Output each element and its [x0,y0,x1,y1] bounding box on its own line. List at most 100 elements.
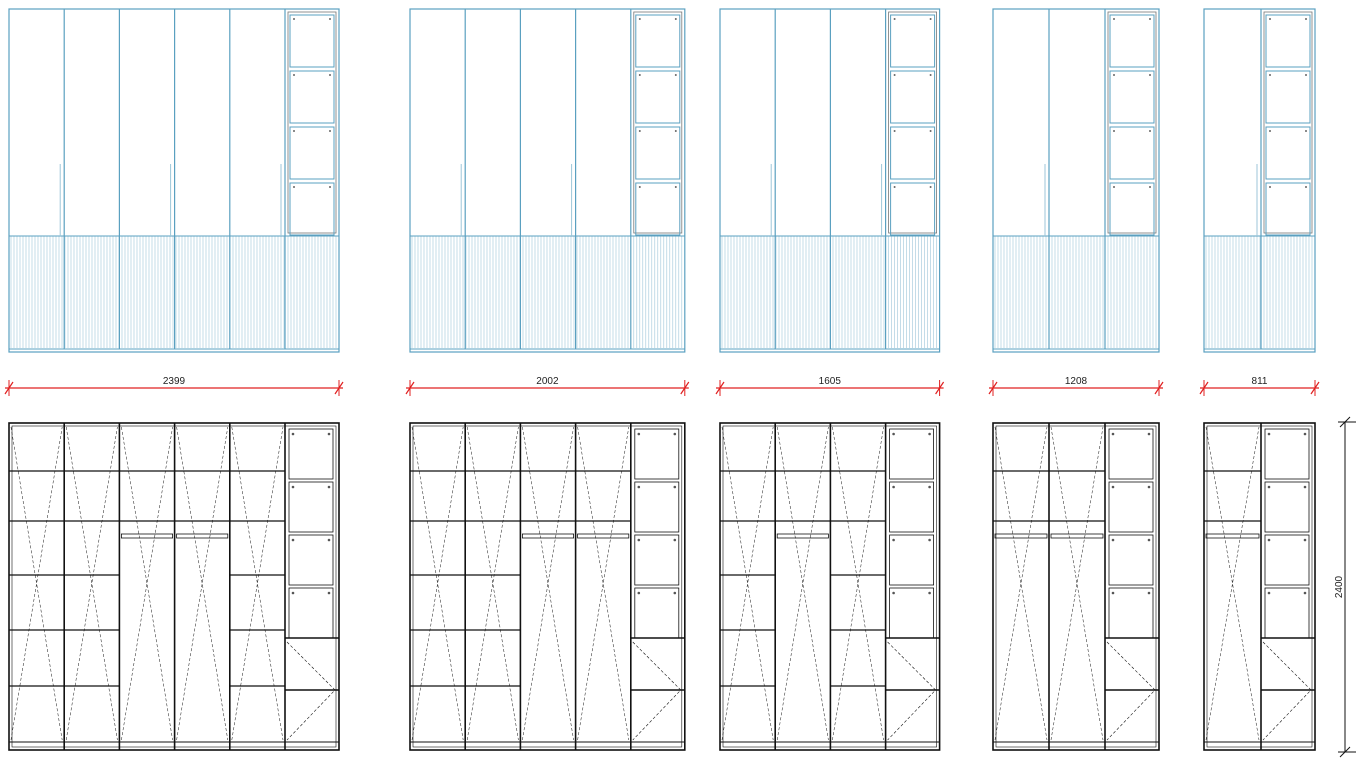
shelf-pin [674,18,677,20]
shelf-pin [1149,130,1151,132]
shelf-niche [1109,126,1155,180]
front-fluted-band [994,236,1157,348]
door-swing-line [1205,426,1260,741]
hanging-rail [1205,533,1260,539]
shelf-niche [289,14,335,68]
carcass-niche [889,428,934,480]
shelf-pin [638,74,641,76]
drawer-swing [286,641,336,741]
niche-pin [673,485,677,489]
front-elevations [8,8,1316,353]
door-swing-line [10,426,63,741]
carcass-niche [288,587,334,639]
carcass-niche [889,587,934,639]
niche-pin [1147,591,1151,595]
niche-pin [1303,485,1307,489]
carcass-w2399 [8,422,340,751]
shelf-niche [1265,70,1311,124]
hanging-rail [776,533,829,539]
niche-pin [637,432,641,436]
shelf-niche [1265,14,1311,68]
shelf-pin [929,18,932,20]
shelf-niche [890,70,936,124]
shelf-niche [1265,182,1311,236]
door-swing-line [121,426,173,741]
niche-pin [1267,591,1271,595]
carcass-niche [1264,587,1310,639]
shelf-pin [1305,74,1307,76]
carcass-niche [1108,534,1154,586]
dimension-label: 1208 [1065,376,1088,387]
shelf-niche [289,70,335,124]
carcass-w1605 [719,422,941,751]
front-fluted-band [411,236,683,348]
door-swing-line [65,426,118,741]
shelf-pin [1113,130,1115,132]
door-swing-line [994,426,1048,741]
shelf-niche [635,126,681,180]
shelf-pin [1113,18,1115,20]
shelf-pin [1113,186,1115,188]
niche-pin [892,485,895,489]
door-swing-line [522,426,574,741]
shelf-pin [893,186,896,188]
niche-pin [637,485,641,489]
shelf-frame [1263,11,1313,234]
front-fluted-band [721,236,937,348]
shelf-niche [890,14,936,68]
height-dimension: 2400 [1334,416,1356,758]
shelf-pin [293,74,295,76]
door-swing-line [65,426,118,741]
carcass-inner [995,425,1157,748]
shelf-pin [1269,74,1271,76]
carcass-outline [409,422,686,751]
door-swing-line [411,426,464,741]
shelf-frame [1107,11,1157,234]
shelf-pin [893,130,896,132]
carcass-w2002 [409,422,686,751]
niche-pin [1111,538,1115,542]
shelf-niche [289,126,335,180]
door-swing-line [721,426,774,741]
dimension-label: 811 [1252,376,1268,387]
front-w2399 [8,8,340,353]
shelf-niche [1109,182,1155,236]
carcass-niche [1108,428,1154,480]
niche-pin [1147,538,1151,542]
door-swing-line [1205,426,1260,741]
door-swing-line [994,426,1048,741]
door-swing-line [231,426,284,741]
niche-pin [291,485,295,489]
door-swing-line [776,426,829,741]
front-outline [1203,8,1316,353]
niche-pin [928,432,931,436]
niche-pin [928,591,931,595]
door-swing-line [577,426,630,741]
shelf-pin [1305,130,1307,132]
niche-pin [1111,591,1115,595]
hanging-rail [522,533,575,539]
carcass-w811 [1203,422,1316,751]
niche-pin [327,591,331,595]
carcass-niche [1264,534,1310,586]
shelf-pin [1149,18,1151,20]
shelf-frame [287,11,337,234]
door-swing-line [1050,426,1104,741]
shelf-pin [329,18,331,20]
niche-pin [1111,485,1115,489]
shelf-niche [890,182,936,236]
carcass-niche [1264,481,1310,533]
shelf-niche [635,182,681,236]
carcass-niche [288,534,334,586]
shelf-niche [1109,70,1155,124]
carcass-niche [889,534,934,586]
niche-pin [637,538,641,542]
shelf-pin [1149,186,1151,188]
carcass-niche [889,481,934,533]
carcass-niche [1108,587,1154,639]
shelf-niche [890,126,936,180]
front-w1208 [992,8,1160,353]
door-swing-line [121,426,173,741]
